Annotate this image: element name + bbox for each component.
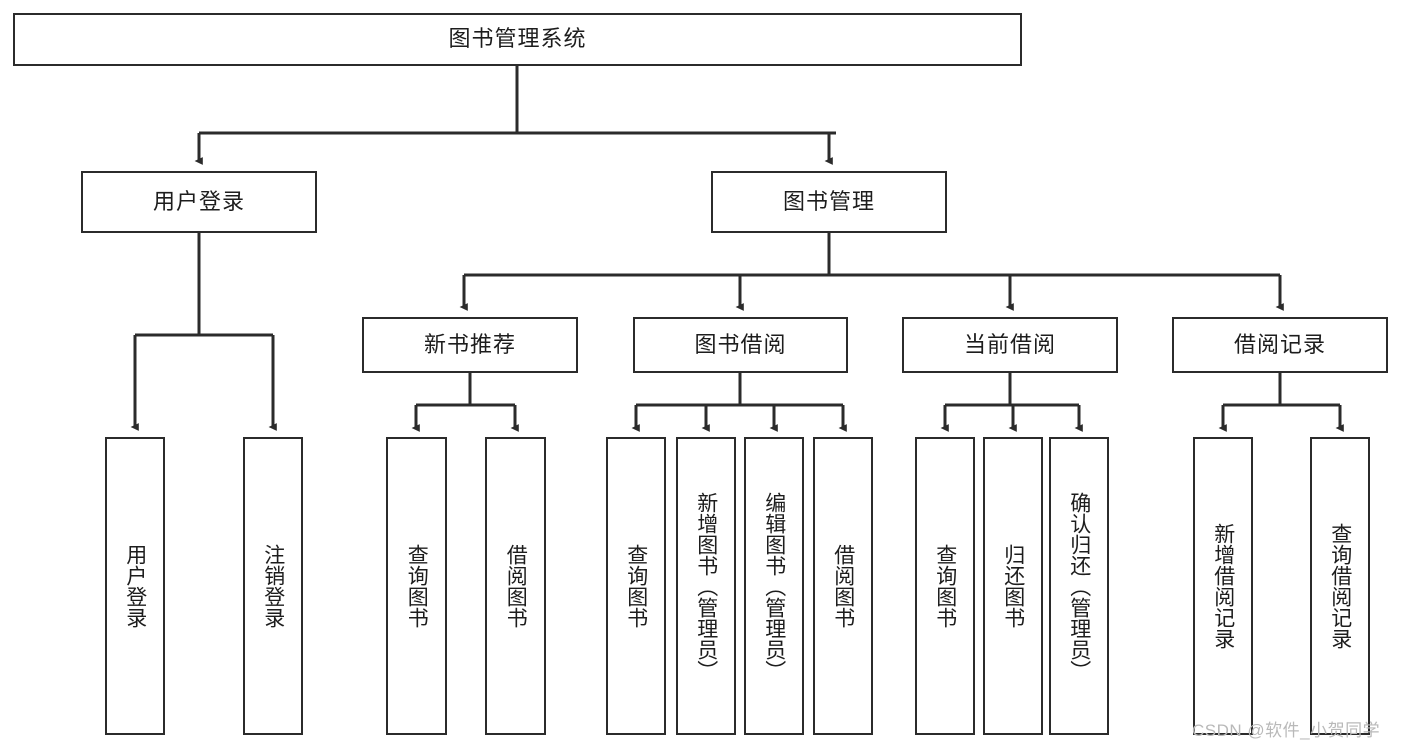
- node-leaf-2[interactable]: 查询图书: [386, 437, 447, 735]
- node-leaf-7[interactable]: 借阅图书: [813, 437, 873, 735]
- node-leaf-5[interactable]: 新增图书（管理员）: [676, 437, 736, 735]
- node-leaf-0[interactable]: 用户登录: [105, 437, 165, 735]
- node-leaf-2-label: 查询图书: [405, 544, 429, 628]
- node-leaf-3-label: 借阅图书: [504, 544, 528, 628]
- node-leaf-9[interactable]: 归还图书: [983, 437, 1043, 735]
- node-leaf-9-label: 归还图书: [1001, 544, 1025, 628]
- node-leaf-1-label: 注销登录: [261, 544, 285, 628]
- node-level3-0[interactable]: 新书推荐: [362, 317, 578, 373]
- node-leaf-12-label: 查询借阅记录: [1328, 523, 1352, 649]
- node-leaf-10[interactable]: 确认归还（管理员）: [1049, 437, 1109, 735]
- node-leaf-8[interactable]: 查询图书: [915, 437, 975, 735]
- node-level3-3-label: 借阅记录: [1233, 331, 1326, 357]
- node-leaf-8-label: 查询图书: [933, 544, 957, 628]
- node-level3-3[interactable]: 借阅记录: [1172, 317, 1388, 373]
- node-leaf-4[interactable]: 查询图书: [606, 437, 666, 735]
- node-leaf-11-label: 新增借阅记录: [1211, 523, 1235, 649]
- node-leaf-6[interactable]: 编辑图书（管理员）: [744, 437, 804, 735]
- node-leaf-4-label: 查询图书: [624, 544, 648, 628]
- node-leaf-7-label: 借阅图书: [831, 544, 855, 628]
- node-root[interactable]: 图书管理系统: [13, 13, 1022, 66]
- node-leaf-0-label: 用户登录: [123, 544, 147, 628]
- node-level2-1-label: 图书管理: [782, 188, 875, 214]
- node-level3-0-label: 新书推荐: [423, 331, 516, 357]
- node-leaf-10-label: 确认归还（管理员）: [1067, 491, 1091, 681]
- node-level2-0-label: 用户登录: [152, 188, 245, 214]
- node-level3-2[interactable]: 当前借阅: [902, 317, 1118, 373]
- node-root-label: 图书管理系统: [448, 26, 587, 52]
- node-leaf-1[interactable]: 注销登录: [243, 437, 303, 735]
- node-leaf-5-label: 新增图书（管理员）: [694, 491, 718, 681]
- node-leaf-12[interactable]: 查询借阅记录: [1310, 437, 1370, 735]
- node-level3-1-label: 图书借阅: [694, 331, 787, 357]
- node-level3-1[interactable]: 图书借阅: [633, 317, 848, 373]
- node-level2-1[interactable]: 图书管理: [711, 171, 947, 233]
- node-level2-0[interactable]: 用户登录: [81, 171, 317, 233]
- node-level3-2-label: 当前借阅: [963, 331, 1056, 357]
- node-leaf-6-label: 编辑图书（管理员）: [762, 491, 786, 681]
- node-leaf-3[interactable]: 借阅图书: [485, 437, 546, 735]
- csdn-watermark: CSDN @软件_小贺同学: [1192, 721, 1381, 740]
- node-leaf-11[interactable]: 新增借阅记录: [1193, 437, 1253, 735]
